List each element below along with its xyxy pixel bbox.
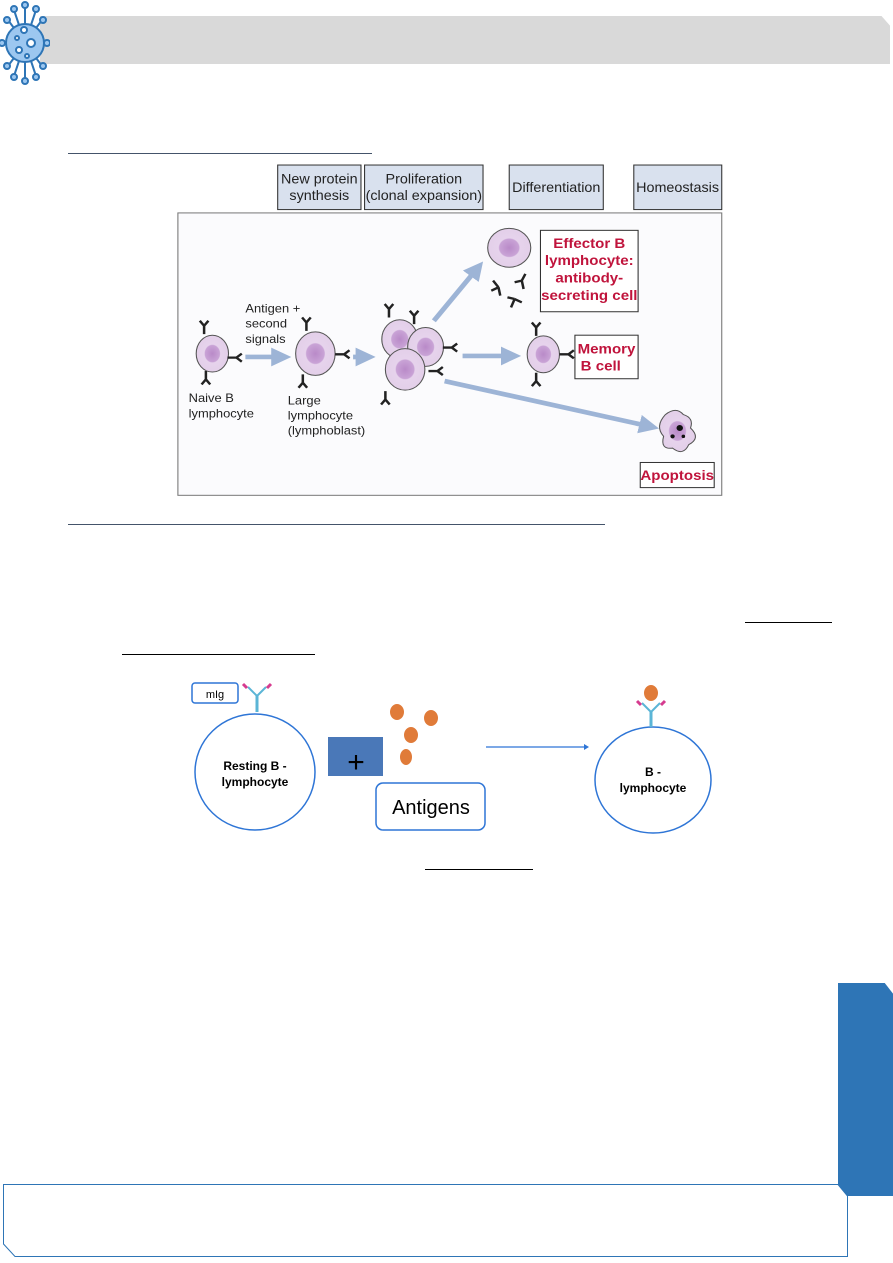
virus-icon (0, 1, 50, 85)
diagram-label: second (245, 317, 287, 331)
arrow (444, 378, 660, 434)
apoptosis-label-box (639, 461, 715, 489)
arrow (431, 261, 484, 323)
bound-antibody-icon (635, 699, 667, 727)
diagram-label: Antigen + (245, 302, 300, 316)
stage-proliferation (364, 164, 484, 211)
mig-label-box (191, 682, 239, 704)
caption-underline (425, 869, 533, 870)
effector-cell (487, 227, 532, 268)
diagram-label: Antigens (392, 797, 470, 819)
b-cell-activation-diagram: New protein synthesis Proliferation (clo… (177, 164, 723, 496)
footer-box (3, 1184, 848, 1257)
naive-b-cell (195, 334, 230, 373)
heading-underline (68, 153, 372, 154)
diagram-label: Homeostasis (636, 179, 719, 194)
antibody-icons (198, 273, 575, 406)
diagram-label: B cell (581, 359, 621, 374)
bound-antigen (644, 685, 658, 701)
diagram-label: Large (288, 394, 321, 408)
text-underline (745, 622, 832, 623)
section-underline (68, 524, 605, 525)
side-tab (838, 983, 893, 1196)
memory-label-box (574, 334, 639, 380)
antigen-particles (390, 704, 438, 765)
header-bar (40, 16, 890, 64)
diagram-label: Naive B (189, 391, 234, 405)
diagram-label: lymphocyte (288, 409, 353, 423)
diagram-label: lymphocyte (620, 781, 687, 795)
effector-label-box (539, 229, 639, 313)
diagram-label: signals (245, 332, 285, 346)
stage-homeostasis (633, 164, 723, 211)
stage-differentiation (508, 164, 604, 211)
apoptotic-cell (659, 409, 696, 453)
antigen-binding-diagram: mIg Resting B - lymphocyte + Antigens B … (191, 682, 712, 834)
diagram-label: Proliferation (386, 171, 463, 186)
diagram-label: secreting cell (541, 288, 637, 303)
diagram-label: mIg (206, 689, 224, 701)
plus-box (328, 737, 383, 776)
diagram-label: lymphocyte (222, 775, 289, 789)
large-lymphocyte-cell (295, 331, 336, 376)
diagram-label: synthesis (289, 188, 349, 203)
diagram-label: B - (645, 765, 661, 779)
diagram-label: lymphocyte: (545, 254, 634, 269)
diagram-label: (lymphoblast) (288, 424, 365, 438)
diagram-label: Differentiation (512, 179, 600, 194)
b-lymphocyte-cell (594, 726, 712, 834)
resting-b-cell (194, 713, 316, 831)
proliferating-cell (384, 348, 426, 391)
diagram-panel (177, 212, 723, 496)
diagram-label: Apoptosis (640, 469, 714, 484)
text-underline (122, 654, 315, 655)
stage-new-protein-synthesis (277, 164, 362, 211)
diagram-label: Resting B - (223, 759, 286, 773)
diagram-label: Effector B (553, 236, 625, 251)
diagram-label: (clonal expansion) (366, 188, 482, 203)
flow-arrows (245, 261, 660, 434)
diagram-label: antibody- (555, 271, 623, 286)
diagram-label: lymphocyte (189, 407, 254, 421)
diagram-label: Memory (578, 342, 637, 357)
diagram-label: + (347, 746, 365, 779)
diagram-label: New protein (281, 171, 358, 186)
antigens-label-box (375, 782, 486, 831)
memory-cell (526, 335, 561, 374)
antibody-icon (241, 682, 273, 712)
